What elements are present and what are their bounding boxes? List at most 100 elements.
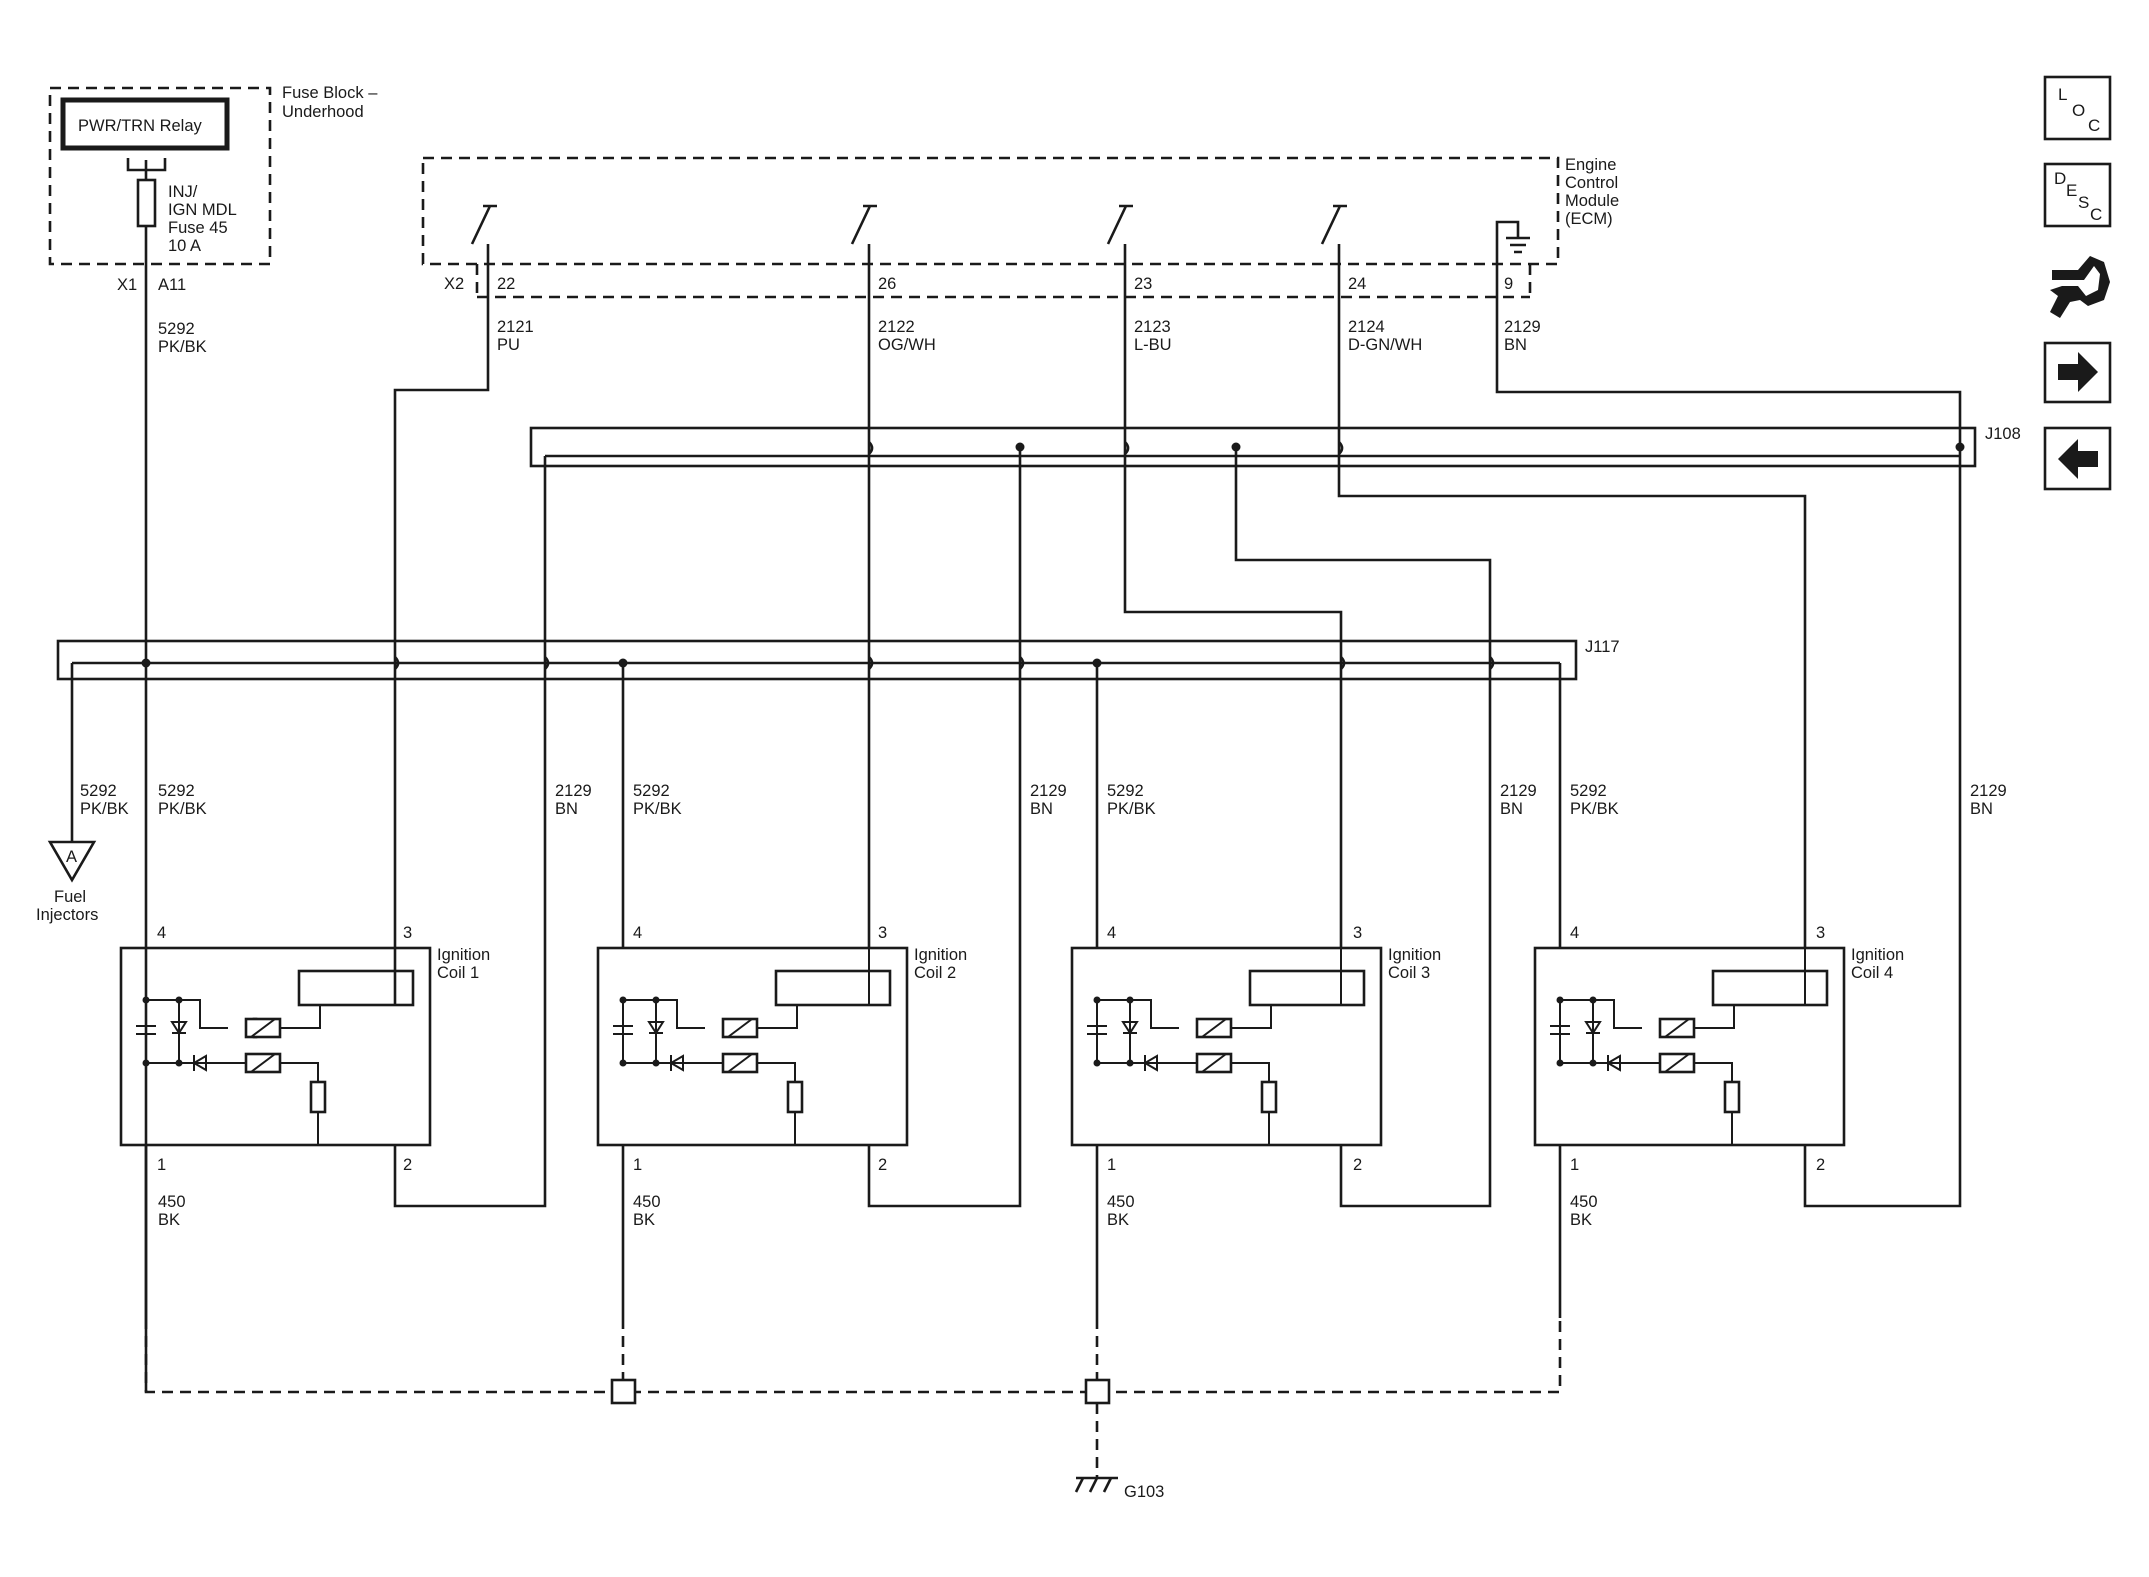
ecm-title-2: Control [1565,174,1618,192]
wire-2129-coil1 [393,456,547,1208]
wiring-harness-icon[interactable] [2045,245,2110,325]
coil-3-pin-3: 3 [1353,924,1362,942]
ecm-switch-24 [1320,204,1347,256]
c2-power-circuit: 5292 [633,782,670,800]
coil-4-outline [1533,946,1846,1147]
dot-j108-2 [1231,442,1241,452]
coil-4-pin-1: 1 [1570,1156,1579,1174]
desc-button-frame[interactable] [2043,162,2112,228]
ecm: Engine Control Module (ECM) X2 22 26 23 … [421,156,1619,354]
coil-1-pin-2: 2 [403,1156,412,1174]
coil-2-pin-1: 1 [633,1156,642,1174]
c3-power-color: PK/BK [1107,800,1156,818]
c1-ground-color: BN [555,800,578,818]
wire-2123-circuit: 2123 [1134,318,1171,336]
wire-2122-circuit: 2122 [878,318,915,336]
hop-3 [1338,441,1344,455]
relay-label: PWR/TRN Relay [78,117,203,135]
coil-1-pin-4: 4 [157,924,166,942]
ignition-coil-1: Ignition Coil 1 4 3 1 2 450 BK [119,924,490,1229]
c4-ground-circuit: 2129 [1970,782,2007,800]
wire-2129-coil4 [1803,456,1962,1208]
coil-2-pin3-link [868,948,890,1006]
coil-1-driver-circuit [136,969,415,1145]
coil-4-name-1: Ignition [1851,946,1904,964]
fuse-icon [136,178,157,228]
coil-1-outline [119,946,432,1147]
injectors-wire-circuit: 5292 [80,782,117,800]
loc-button-frame[interactable] [2043,75,2112,141]
ground-splice-1 [610,1378,637,1405]
coil-3-pin-4: 4 [1107,924,1116,942]
coil-3-pin-2: 2 [1353,1156,1362,1174]
signal-wires [70,252,1962,1208]
splice-j108: J108 [529,425,2021,468]
ignition-coil-4: Ignition Coil 4 4 3 1 2 450 BK [1533,924,1904,1229]
c1-power-color: PK/BK [158,800,207,818]
hop-5 [544,656,550,670]
wire-2129 [1495,252,1962,456]
splice-dots [141,442,1965,668]
ecm-pin-24: 24 [1348,275,1366,293]
hop-1 [868,441,874,455]
splice-j117-label: J117 [1585,638,1620,656]
arrow-right-icon[interactable] [2043,341,2112,404]
desc-letter-s: S [2078,193,2089,212]
c4-power-circuit: 5292 [1570,782,1607,800]
dot-j117-3 [1092,658,1102,668]
feed-wire-circuit: 5292 [158,320,195,338]
injectors-label-1: Fuel [54,888,86,906]
harness-plug-shape [2050,256,2110,318]
hop-6 [868,656,874,670]
dot-j108-3 [1955,442,1965,452]
coil-2-ground-circuit: 450 [633,1193,661,1211]
coil-3-name-2: Coil 3 [1388,964,1430,982]
coil-2-name-2: Coil 2 [914,964,956,982]
fuse-label-4: 10 A [168,237,201,255]
splice-j108-bar [529,426,1977,468]
wire-2123-color: L-BU [1134,336,1172,354]
injectors-triangle-icon [47,840,97,883]
ecm-switch-22 [470,204,497,256]
loc-button[interactable]: L O C [2043,75,2112,141]
coil-4-pin3-link [1804,948,1827,1006]
coil-2-outline [596,946,909,1147]
coil-1-name-2: Coil 1 [437,964,479,982]
injectors-label-2: Injectors [36,906,98,924]
fuse-label-1: INJ/ [168,183,198,201]
c2-power-color: PK/BK [633,800,682,818]
coil-2-name-1: Ignition [914,946,967,964]
hop-4 [394,656,400,670]
fuse-label-2: IGN MDL [168,201,237,219]
wire-2121-color: PU [497,336,520,354]
ecm-pin-23: 23 [1134,275,1152,293]
splice-j108-label: J108 [1985,425,2021,443]
ignition-coil-2: Ignition Coil 2 4 3 1 2 450 BK [596,924,967,1229]
injectors-wire-color: PK/BK [80,800,129,818]
desc-button[interactable]: D E S C [2043,162,2112,228]
coil-3-ground-circuit: 450 [1107,1193,1135,1211]
hop-7 [1019,656,1025,670]
coil-4-ground-color: BK [1570,1211,1592,1229]
arrow-left-shape [2058,439,2098,479]
splice-j117: J117 [56,638,1620,681]
coil-2-driver-circuit [613,969,892,1145]
coil-wire-labels: 5292 PK/BK 2129 BN 5292 PK/BK 2129 BN 52… [158,782,2007,818]
dot-j117-1 [141,658,151,668]
ground-g103-label: G103 [1124,1483,1164,1501]
ecm-pin-26: 26 [878,275,896,293]
coil-3-pin3-link [1340,948,1364,1006]
coil-1-pin-1: 1 [157,1156,166,1174]
fuse-block-outline [48,86,272,266]
coil-1-ground-circuit: 450 [158,1193,186,1211]
fuse-label-3: Fuse 45 [168,219,228,237]
feed-wire-color: PK/BK [158,338,207,356]
coil-3-pin-1: 1 [1107,1156,1116,1174]
wire-2121-circuit: 2121 [497,318,534,336]
desc-letter-e: E [2066,181,2077,200]
arrow-left-icon[interactable] [2043,426,2112,491]
coil-2-pin-3: 3 [878,924,887,942]
fuse-connector-label: X1 [117,276,137,294]
wire-2122-color: OG/WH [878,336,936,354]
